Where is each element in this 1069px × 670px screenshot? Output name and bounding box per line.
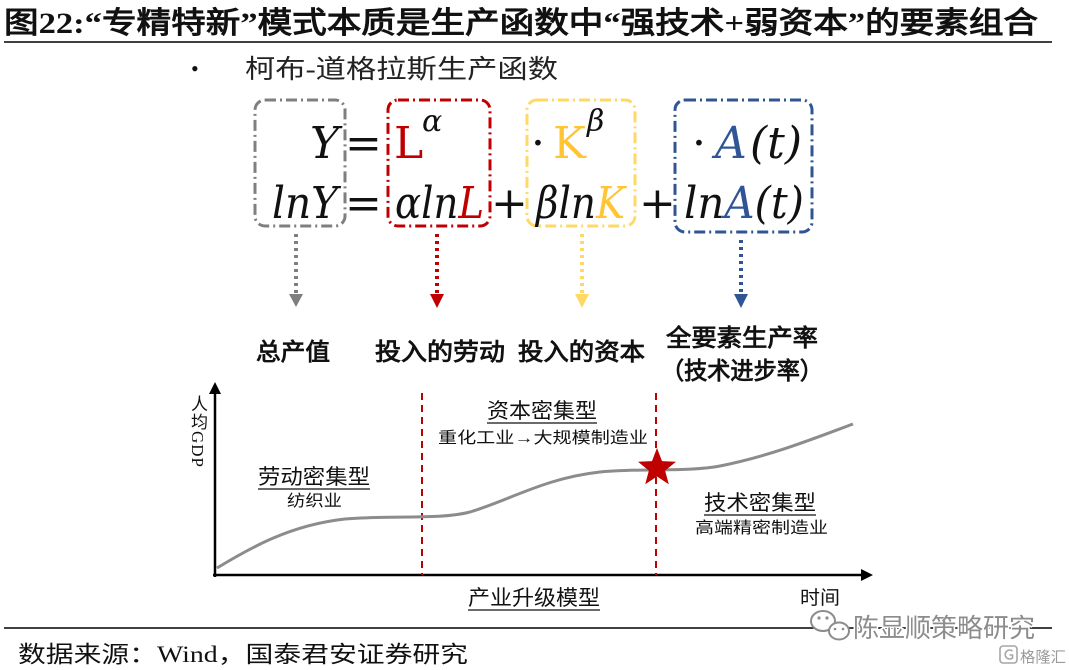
capital-symbol: K xyxy=(553,118,587,169)
labor-intensive-example: 纺织业 xyxy=(287,492,342,510)
log-capital-symbol: K xyxy=(595,178,627,229)
arrow-down-icon xyxy=(575,294,589,308)
tfp-label: 全要素生产率 xyxy=(665,324,818,352)
plus-sign-1: + xyxy=(491,178,528,229)
output-label: 总产值 xyxy=(256,338,330,366)
upgrade-model-diagram: 劳动密集型 纺织业 资本密集型 重化工业→大规模制造业 技术密集型 高端精密制造… xyxy=(209,382,873,611)
capital-label: 投入的资本 xyxy=(518,338,645,366)
equals-sign: = xyxy=(345,118,382,169)
tech-arrow xyxy=(734,240,748,308)
tech-intensive-stage-label: 技术密集型 xyxy=(704,491,816,515)
plus-sign-2: + xyxy=(639,178,676,229)
wechat-icon xyxy=(810,610,850,641)
tech-intensive-example: 高端精密制造业 xyxy=(695,519,828,537)
x-axis-label: 时间 xyxy=(800,587,840,609)
y-axis-label: 人均GDP xyxy=(188,395,207,469)
gdp-growth-curve xyxy=(216,422,854,570)
log-output: lnY xyxy=(272,178,342,229)
labor-symbol: L xyxy=(394,118,423,169)
tech-log: ln xyxy=(684,178,724,229)
capital-intensive-stage-label: 资本密集型 xyxy=(487,399,597,423)
log-tech-term: lnA(t) xyxy=(684,178,804,229)
site-watermark: 格隆汇 xyxy=(1020,649,1066,666)
log-tech-argument: (t) xyxy=(755,178,804,229)
labor-coefficient: αln xyxy=(395,178,458,229)
arrow-down-icon xyxy=(289,294,303,307)
capital-intensive-example: 重化工业→大规模制造业 xyxy=(438,429,648,447)
arrow-down-icon xyxy=(734,294,748,308)
output-arrow xyxy=(289,234,303,307)
figure-title: 图22:“专精特新”模式本质是生产函数中“强技术+弱资本”的要素组合 xyxy=(4,6,1038,40)
y-axis-arrowhead xyxy=(209,382,221,394)
labor-exponent: α xyxy=(422,104,442,139)
log-tech-symbol: A xyxy=(721,178,755,229)
bullet-icon: • xyxy=(191,56,199,81)
log-labor-symbol: L xyxy=(457,178,484,229)
log-capital-term: βlnK xyxy=(534,178,627,229)
tfp-note: （技术进步率） xyxy=(661,357,823,385)
tech-multiply-dot: · xyxy=(692,118,706,169)
capital-exponent: β xyxy=(586,104,604,139)
labor-intensive-stage-label: 劳动密集型 xyxy=(258,465,370,489)
tech-symbol: A xyxy=(711,118,747,169)
capital-arrow xyxy=(575,234,589,308)
x-axis-arrowhead xyxy=(861,569,873,581)
source-note: 数据来源：Wind，国泰君安证券研究 xyxy=(18,642,468,667)
model-caption: 产业升级模型 xyxy=(468,586,600,610)
labor-arrow xyxy=(430,234,444,308)
level-form-equation: Y = L α · K β · A (t) xyxy=(310,104,802,169)
labor-label: 投入的劳动 xyxy=(375,338,505,366)
labor-term-box xyxy=(386,98,492,228)
log-equals-sign: = xyxy=(345,178,382,229)
formula-heading: 柯布-道格拉斯生产函数 xyxy=(245,55,558,84)
log-form-equation: lnY = αlnL + βlnK + lnA(t) xyxy=(272,178,804,229)
capital-coefficient: βln xyxy=(534,178,596,229)
arrow-down-icon xyxy=(430,294,444,308)
tech-argument: (t) xyxy=(750,118,802,169)
tech-term-box xyxy=(673,98,814,234)
log-labor-term: αlnL xyxy=(395,178,484,229)
star-icon xyxy=(638,448,676,485)
capital-multiply-dot: · xyxy=(531,118,545,169)
output-symbol: Y xyxy=(310,118,343,169)
gelonghui-logo-icon xyxy=(999,645,1018,664)
account-watermark: 陈显顺策略研究 xyxy=(853,614,1035,643)
output-term-box xyxy=(253,98,347,228)
capital-term-box xyxy=(525,98,637,228)
